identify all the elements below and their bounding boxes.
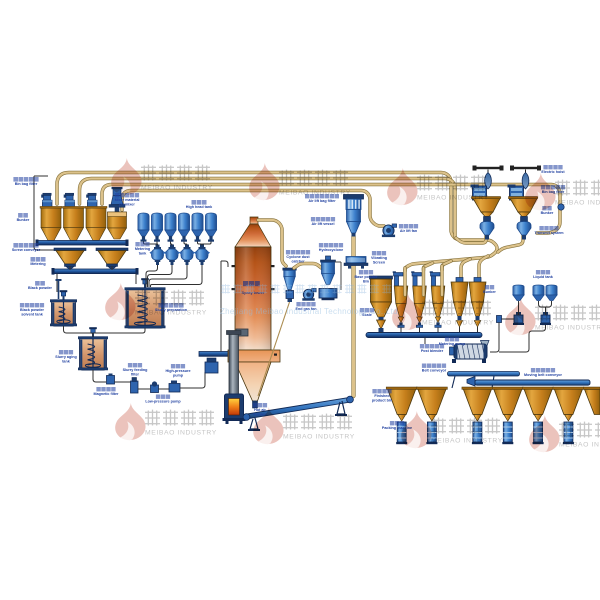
svg-text:Bin: Bin [363,280,370,284]
svg-text:Electric hoist: Electric hoist [541,170,565,174]
svg-text:product bin: product bin [372,399,393,403]
svg-text:tank: tank [62,360,71,364]
svg-text:Packing machine: Packing machine [382,426,412,430]
svg-text:Black powder: Black powder [20,308,45,312]
svg-text:Finished: Finished [374,394,390,398]
svg-text:Bin bag filter: Bin bag filter [15,182,38,186]
svg-text:Belt conveyor: Belt conveyor [422,369,447,373]
svg-text:Liquid tank: Liquid tank [533,275,554,279]
svg-text:Bunker: Bunker [17,218,30,222]
svg-text:Bunker: Bunker [483,290,496,294]
svg-text:Transmit system: Transmit system [534,231,564,235]
svg-text:catcher: catcher [291,260,305,264]
svg-text:MEIBAO INDUSTRY: MEIBAO INDUSTRY [535,325,600,332]
svg-text:Mixer material: Mixer material [115,198,140,202]
svg-text:MEIBAO INDUSTRY: MEIBAO INDUSTRY [141,185,213,192]
svg-text:solvent tank: solvent tank [21,313,43,317]
svg-text:MEIBAO INDUSTRY: MEIBAO INDUSTRY [145,430,217,437]
svg-text:Magnetic filter: Magnetic filter [94,392,120,396]
svg-text:Metering: Metering [135,247,150,251]
svg-text:Post blender: Post blender [421,349,444,353]
svg-text:High head tank: High head tank [186,205,213,209]
svg-text:Moving belt conveyor: Moving belt conveyor [524,373,562,377]
svg-text:Metering pump: Metering pump [439,342,466,346]
svg-text:tank: tank [139,252,148,256]
svg-text:High-pressure: High-pressure [166,369,191,373]
svg-text:Slurry feeding: Slurry feeding [123,368,148,372]
svg-text:furnace: furnace [253,413,266,417]
svg-text:MEIBAO INDUSTRY: MEIBAO INDUSTRY [559,442,600,449]
svg-text:Metering: Metering [30,262,45,266]
svg-text:MEIBAO INDUSTRY: MEIBAO INDUSTRY [555,200,600,207]
svg-text:Base powder: Base powder [355,275,379,279]
svg-text:premixer: premixer [119,203,135,207]
svg-text:Bunker: Bunker [541,211,554,215]
svg-text:MEIBAO INDUSTRY: MEIBAO INDUSTRY [135,310,207,317]
svg-text:Air lift bag filter: Air lift bag filter [308,199,336,203]
svg-text:filter: filter [131,373,140,377]
svg-text:Slurry preparation: Slurry preparation [155,308,188,312]
svg-text:Spray tower: Spray tower [242,290,265,295]
svg-text:Hydrocyclone: Hydrocyclone [319,248,343,252]
svg-text:Hot air: Hot air [254,408,266,412]
svg-text:MEIBAO INDUSTRY: MEIBAO INDUSTRY [279,190,351,197]
svg-text:Scale: Scale [362,313,372,317]
svg-text:Air lift vessel: Air lift vessel [312,222,335,226]
svg-text:MEIBAO INDUSTRY: MEIBAO INDUSTRY [283,434,355,441]
svg-text:End gas fan: End gas fan [296,307,318,311]
svg-text:MEIBAO INDUSTRY: MEIBAO INDUSTRY [417,195,489,202]
svg-text:Screw conveyor: Screw conveyor [12,248,41,252]
svg-text:Zhejiang Meibao Industrial Tec: Zhejiang Meibao Industrial Technology Co… [220,307,398,316]
svg-text:Slurry aging: Slurry aging [55,355,77,359]
svg-text:MEIBAO INDUSTRY: MEIBAO INDUSTRY [422,320,494,327]
svg-text:Low-pressure pump: Low-pressure pump [145,400,181,404]
svg-text:MEIBAO INDUSTRY: MEIBAO INDUSTRY [431,438,503,445]
svg-text:Screen: Screen [373,261,386,265]
svg-text:Vibrating: Vibrating [371,256,387,260]
svg-text:Air lift fan: Air lift fan [400,229,418,233]
svg-text:Black powder: Black powder [28,286,53,290]
svg-text:pump: pump [173,374,184,378]
svg-text:Cyclone dust: Cyclone dust [286,255,310,259]
